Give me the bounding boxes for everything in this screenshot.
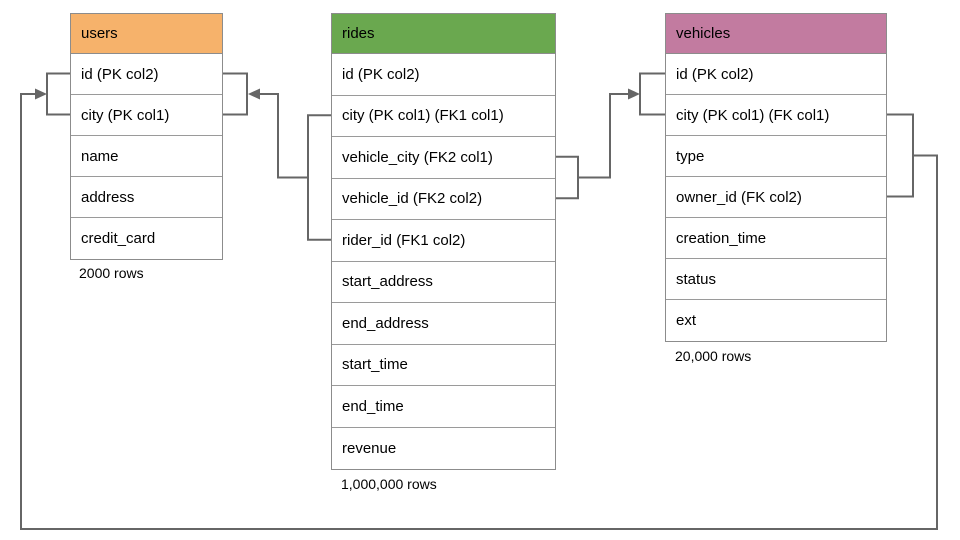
table-users-column-credit-card: credit_card: [71, 218, 222, 259]
table-rides-column-start-time: start_time: [332, 344, 555, 386]
table-vehicles-header: vehicles: [666, 14, 886, 54]
table-rides-column-revenue: revenue: [332, 427, 555, 469]
relationship-rides-to-users: [223, 72, 331, 241]
relationship-rides-to-vehicles: [556, 72, 665, 200]
table-rides-column-start-address: start_address: [332, 261, 555, 303]
vehicles-pk-bracket-left: [639, 72, 665, 116]
vehicles-fk-bracket-right: [887, 113, 914, 198]
table-vehicles-column-owner-id: owner_id (FK col2): [666, 177, 886, 218]
table-users-column-id: id (PK col2): [71, 54, 222, 95]
table-vehicles-column-id: id (PK col2): [666, 54, 886, 95]
rides-fk1-bracket: [307, 114, 331, 241]
table-users-column-city: city (PK col1): [71, 95, 222, 136]
table-rides-column-end-address: end_address: [332, 303, 555, 345]
rides-to-users-wire: [259, 93, 308, 179]
table-users-header: users: [71, 14, 222, 54]
table-users-column-address: address: [71, 177, 222, 218]
table-rides-column-id: id (PK col2): [332, 54, 555, 96]
rides-to-vehicles-wire: [578, 93, 628, 179]
table-vehicles-column-type: type: [666, 136, 886, 177]
table-rides-column-vehicle-id: vehicle_id (FK2 col2): [332, 178, 555, 220]
table-rides: rides id (PK col2) city (PK col1) (FK1 c…: [331, 13, 556, 470]
table-vehicles-column-status: status: [666, 259, 886, 300]
table-vehicles-rowcount: 20,000 rows: [675, 348, 752, 364]
table-rides-rowcount: 1,000,000 rows: [341, 476, 437, 492]
arrowhead-into-users-left: [35, 88, 47, 100]
table-rides-column-rider-id: rider_id (FK1 col2): [332, 220, 555, 262]
table-rides-column-vehicle-city: vehicle_city (FK2 col1): [332, 137, 555, 179]
table-users: users id (PK col2) city (PK col1) name a…: [70, 13, 223, 260]
table-rides-header: rides: [332, 14, 555, 54]
table-vehicles-column-ext: ext: [666, 300, 886, 341]
table-vehicles-column-creation-time: creation_time: [666, 218, 886, 259]
table-users-rowcount: 2000 rows: [79, 265, 144, 281]
users-pk-bracket-right: [223, 72, 248, 116]
rides-fk2-bracket: [556, 155, 579, 200]
table-vehicles-column-city: city (PK col1) (FK col1): [666, 95, 886, 136]
table-users-column-name: name: [71, 136, 222, 177]
arrowhead-into-users-right: [248, 88, 260, 100]
table-rides-column-city: city (PK col1) (FK1 col1): [332, 95, 555, 137]
users-pk-bracket-left: [46, 72, 70, 116]
arrowhead-into-vehicles-left: [628, 88, 640, 100]
table-rides-column-end-time: end_time: [332, 386, 555, 428]
table-vehicles: vehicles id (PK col2) city (PK col1) (FK…: [665, 13, 887, 342]
